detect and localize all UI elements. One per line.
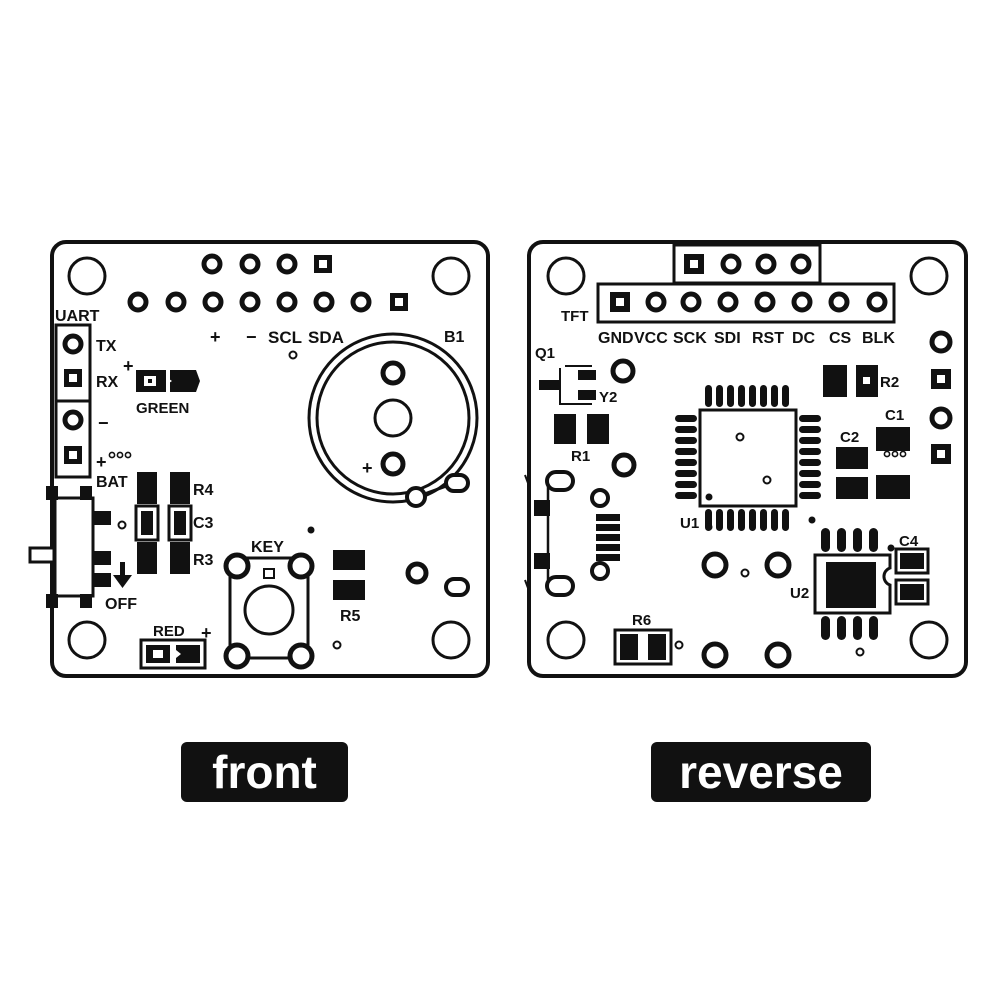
resistor-r5 [333, 550, 365, 600]
resistor-r6 [613, 628, 673, 666]
front-board-outline [50, 240, 490, 678]
label-tx: TX [96, 338, 117, 355]
tft-pin-sck: SCK [673, 330, 707, 347]
front-caption: front [181, 742, 348, 802]
resistor-r1 [554, 414, 609, 444]
capacitor-c2 [836, 447, 910, 499]
label-rx: RX [96, 374, 119, 391]
reverse-caption: reverse [651, 742, 871, 802]
label-red-plus: + [201, 623, 212, 643]
tft-pin-gnd: GND [598, 330, 634, 347]
tft-header [596, 282, 896, 324]
front-second-header-row [127, 291, 372, 313]
label-scl: SCL [268, 328, 302, 347]
front-board: + − SCL SDA UART TX RX − + BAT + GREEN [28, 240, 490, 678]
label-y2: Y2 [599, 389, 617, 406]
tft-pin-cs: CS [829, 330, 852, 347]
label-bat-plus: + [96, 452, 107, 472]
power-switch [28, 486, 111, 608]
label-c4: C4 [899, 533, 919, 550]
chip-u1 [675, 385, 821, 531]
label-b1: B1 [444, 329, 465, 346]
label-r2: R2 [880, 374, 899, 391]
label-green-plus: + [123, 356, 134, 376]
tft-pin-rst: RST [752, 330, 784, 347]
chip-u2 [813, 528, 892, 640]
label-r1: R1 [571, 448, 590, 465]
tft-pin-dc: DC [792, 330, 816, 347]
label-buzzer-plus: + [362, 458, 373, 478]
off-arrow-icon [113, 562, 132, 588]
label-key: KEY [251, 539, 284, 556]
label-tft: TFT [561, 308, 589, 325]
label-c3: C3 [193, 515, 214, 532]
resistor-r3 [137, 542, 190, 574]
label-bat-minus: − [98, 413, 109, 433]
red-led [139, 638, 207, 670]
label-pin-plus: + [210, 327, 221, 347]
label-r5: R5 [340, 608, 361, 625]
label-u2: U2 [790, 585, 809, 602]
label-c2: C2 [840, 429, 859, 446]
label-uart: UART [55, 308, 100, 325]
capacitor-c3 [134, 504, 193, 542]
label-red: RED [153, 623, 185, 640]
buzzer-b1 [307, 332, 479, 508]
label-bat: BAT [96, 474, 128, 491]
label-r3: R3 [193, 552, 214, 569]
reverse-board: TFT GND VCC SCK SDI RST DC CS BLK Q1 [524, 240, 968, 678]
transistor-q1 [539, 365, 596, 405]
tft-pin-vcc: VCC [634, 330, 668, 347]
front-oval-pad [444, 577, 470, 597]
label-r6: R6 [632, 612, 651, 629]
label-sda: SDA [308, 328, 344, 347]
label-off: OFF [105, 596, 137, 613]
capacitor-c4 [894, 547, 930, 606]
front-top-header-row [201, 253, 332, 275]
resistor-r4 [137, 472, 190, 504]
tft-pin-sdi: SDI [714, 330, 741, 347]
label-green: GREEN [136, 400, 189, 417]
front-mounting-holes [67, 256, 471, 660]
capacitor-c1 [876, 427, 910, 458]
label-u1: U1 [680, 515, 699, 532]
label-q1: Q1 [535, 345, 555, 362]
reverse-side-header [929, 330, 953, 464]
tft-pin-blk: BLK [862, 330, 895, 347]
usb-connector [524, 470, 620, 597]
label-pin-minus: − [246, 327, 257, 347]
reverse-mounting-holes [546, 256, 949, 660]
label-c1: C1 [885, 407, 904, 424]
label-r4: R4 [193, 482, 214, 499]
key-button [223, 552, 315, 670]
green-led [136, 370, 200, 392]
bat-connector [54, 399, 92, 479]
resistor-r2 [823, 365, 878, 397]
